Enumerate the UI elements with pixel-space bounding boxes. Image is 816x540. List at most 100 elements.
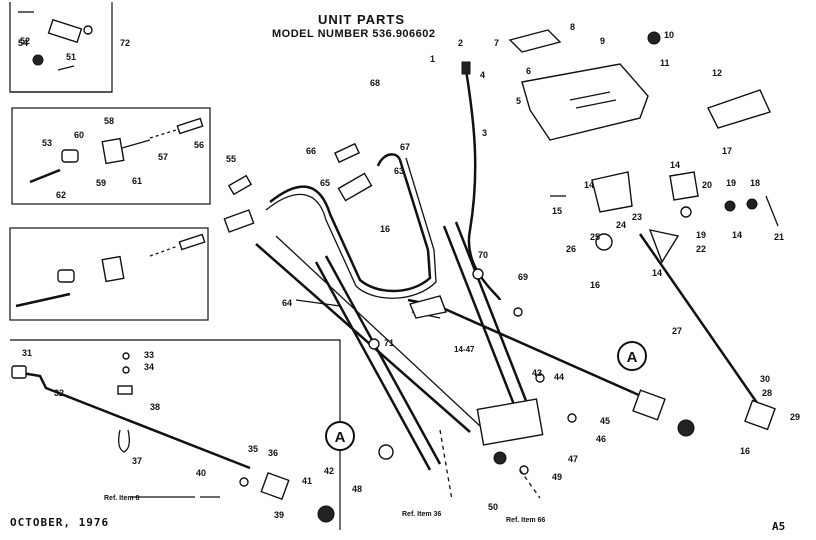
part-label: 40 <box>196 468 206 478</box>
part-label: 36 <box>268 448 278 458</box>
part-label: 19 <box>696 230 706 240</box>
part-label: 51 <box>66 52 76 62</box>
part-label: 19 <box>726 178 736 188</box>
shift-rod-assembly <box>11 352 335 523</box>
part-label: 42 <box>324 466 334 476</box>
part-label: 9 <box>600 36 605 46</box>
part-label: 29 <box>790 412 800 422</box>
part-label: 18 <box>750 178 760 188</box>
part-label: 11 <box>660 58 670 68</box>
linkage-rod <box>591 171 779 431</box>
control-cable <box>461 61 502 301</box>
part-label: 58 <box>104 116 114 126</box>
part-label: 64 <box>282 298 292 308</box>
part-label: 24 <box>616 220 626 230</box>
callout-a-left-label: A <box>335 429 346 446</box>
part-label: 30 <box>760 374 770 384</box>
part-label: 49 <box>552 472 562 482</box>
reference-note-1: Ref. Item 8 <box>104 495 140 502</box>
part-label: 63 <box>394 166 404 176</box>
part-label: 59 <box>96 178 106 188</box>
part-label: 15 <box>552 206 562 216</box>
part-label: 3 <box>482 128 487 138</box>
diagram-title: UNIT PARTS <box>318 12 406 27</box>
part-label: 23 <box>632 212 642 222</box>
panel-decal <box>707 89 771 129</box>
part-label: 62 <box>56 190 66 200</box>
footer-date: OCTOBER, 1976 <box>10 516 110 529</box>
part-label: 25 <box>590 232 600 242</box>
part-number-labels: 1 2 3 4 5 6 7 8 9 10 11 12 14 14 14 14 1… <box>18 22 800 520</box>
part-label: 43 <box>532 368 542 378</box>
part-label: 47 <box>568 454 578 464</box>
part-label: 8 <box>570 22 575 32</box>
part-label: 57 <box>158 152 168 162</box>
inset-box-lower <box>9 227 209 321</box>
part-label: 10 <box>664 30 674 40</box>
knob <box>647 31 661 45</box>
part-label: 34 <box>144 362 154 372</box>
part-label: 38 <box>150 402 160 412</box>
part-label: 14 <box>584 180 594 190</box>
part-label: 16 <box>590 280 600 290</box>
reference-note-2: Ref. Item 36 <box>402 511 441 518</box>
bracket-assembly-top <box>18 11 93 71</box>
gear-bracket-cluster <box>368 268 577 501</box>
inset-box-top <box>9 2 113 93</box>
part-label: 14 <box>652 268 662 278</box>
handle-bar <box>265 153 437 299</box>
part-label: 41 <box>302 476 312 486</box>
cable-bracket-assembly-2 <box>15 233 206 308</box>
part-label: 27 <box>672 326 682 336</box>
part-label: 55 <box>226 154 236 164</box>
part-label: 35 <box>248 444 258 454</box>
part-label: 6 <box>526 66 531 76</box>
part-label: 14 <box>732 230 742 240</box>
part-label: 17 <box>722 146 732 156</box>
part-label: 46 <box>596 434 606 444</box>
leader-lines <box>200 195 566 498</box>
reference-note-3: Ref. Item 66 <box>506 517 545 524</box>
callout-a-right-label: A <box>627 349 638 366</box>
part-label: 31 <box>22 348 32 358</box>
part-label: 26 <box>566 244 576 254</box>
part-label: 37 <box>132 456 142 466</box>
part-label: 7 <box>494 38 499 48</box>
mounting-plate <box>508 29 562 53</box>
part-label: 39 <box>274 510 284 520</box>
part-label: 50 <box>488 502 498 512</box>
part-label: 12 <box>712 68 722 78</box>
part-label: 20 <box>702 180 712 190</box>
fragment-label: 14-47 <box>454 345 475 354</box>
control-panel <box>521 63 649 141</box>
part-label: 52 <box>20 36 30 46</box>
inset-box-middle <box>11 107 211 205</box>
part-label: 2 <box>458 38 463 48</box>
cable-bracket-assembly-1 <box>29 117 204 184</box>
part-label: 48 <box>352 484 362 494</box>
part-label: 65 <box>320 178 330 188</box>
part-label: 21 <box>774 232 784 242</box>
part-label: 28 <box>762 388 772 398</box>
part-label: 68 <box>370 78 380 88</box>
inset-box-bottom <box>10 339 341 530</box>
part-label: 33 <box>144 350 154 360</box>
handle-tubes <box>255 221 534 471</box>
part-label: 60 <box>74 130 84 140</box>
part-label: 67 <box>400 142 410 152</box>
part-label: 53 <box>42 138 52 148</box>
part-label: 54 <box>18 38 28 48</box>
footer-page: A5 <box>772 520 786 533</box>
part-label: 70 <box>478 250 488 260</box>
part-label: 71 <box>384 338 394 348</box>
part-label: 16 <box>380 224 390 234</box>
part-label: 1 <box>430 54 435 64</box>
part-label: 44 <box>554 372 564 382</box>
part-label: 5 <box>516 96 521 106</box>
part-label: 22 <box>696 244 706 254</box>
part-label: 32 <box>54 388 64 398</box>
part-label: 14 <box>670 160 680 170</box>
part-label: 45 <box>600 416 610 426</box>
callout-a-right: A <box>617 341 647 371</box>
